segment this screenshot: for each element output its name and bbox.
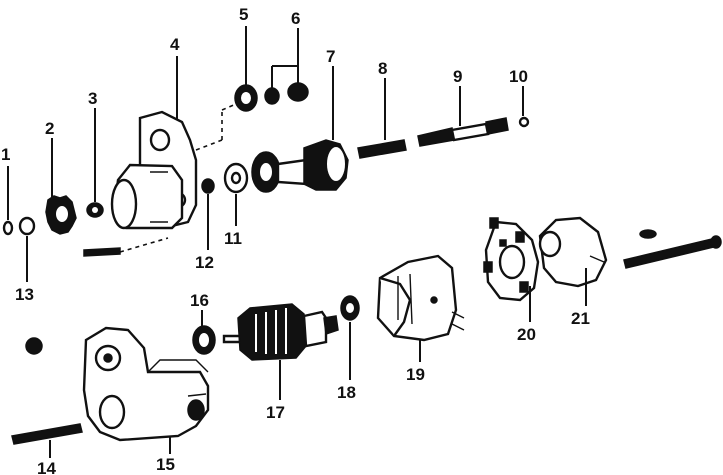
part-18-washer [340,295,360,321]
part-2-pinion-gear [45,195,77,235]
part-13-washer [18,216,36,236]
callout-2: 2 [45,119,54,138]
leader-lines [7,26,587,458]
callout-13: 13 [15,285,34,304]
part-8-spring [357,139,407,159]
housing-bolt [83,237,169,257]
part-6-plugs [264,82,309,105]
callout-labels: 1 2 3 4 5 6 7 8 9 10 11 12 13 14 15 16 1… [1,5,590,475]
callout-6: 6 [291,9,300,28]
part-20-brush-holder [483,217,540,302]
callout-19: 19 [406,365,425,384]
callout-8: 8 [378,59,387,78]
callout-12: 12 [195,253,214,272]
callout-21: 21 [571,309,590,328]
callout-11: 11 [224,229,242,248]
callout-16: 16 [190,291,209,310]
part-10-ball [518,116,530,128]
part-1-washer [2,220,14,236]
callout-18: 18 [337,383,356,402]
part-11-washer [223,162,249,194]
callout-3: 3 [88,89,97,108]
part-17-armature [222,303,339,361]
callout-15: 15 [156,455,175,474]
part-21-end-frame [538,216,608,288]
callout-7: 7 [326,47,335,66]
part-12-bushing [201,178,215,194]
part-14-through-bolt [11,423,83,445]
part-19-yoke [376,254,465,342]
callout-14: 14 [37,459,56,475]
part-4-drive-housing [110,110,198,230]
part-3-nut [86,202,104,218]
part-7-planetary-shaft [251,139,349,193]
callout-9: 9 [453,67,462,86]
part-9-plunger [417,117,509,147]
callout-17: 17 [266,403,285,422]
through-bolt-right [623,229,722,269]
part-5-bearing [234,84,258,112]
part-16-bearing [192,325,216,355]
callout-5: 5 [239,5,248,24]
ball [25,337,43,355]
callout-10: 10 [509,67,528,86]
callout-1: 1 [1,145,10,164]
callout-4: 4 [170,35,180,54]
part-15-motor-housing [82,326,210,442]
callout-20: 20 [517,325,536,344]
